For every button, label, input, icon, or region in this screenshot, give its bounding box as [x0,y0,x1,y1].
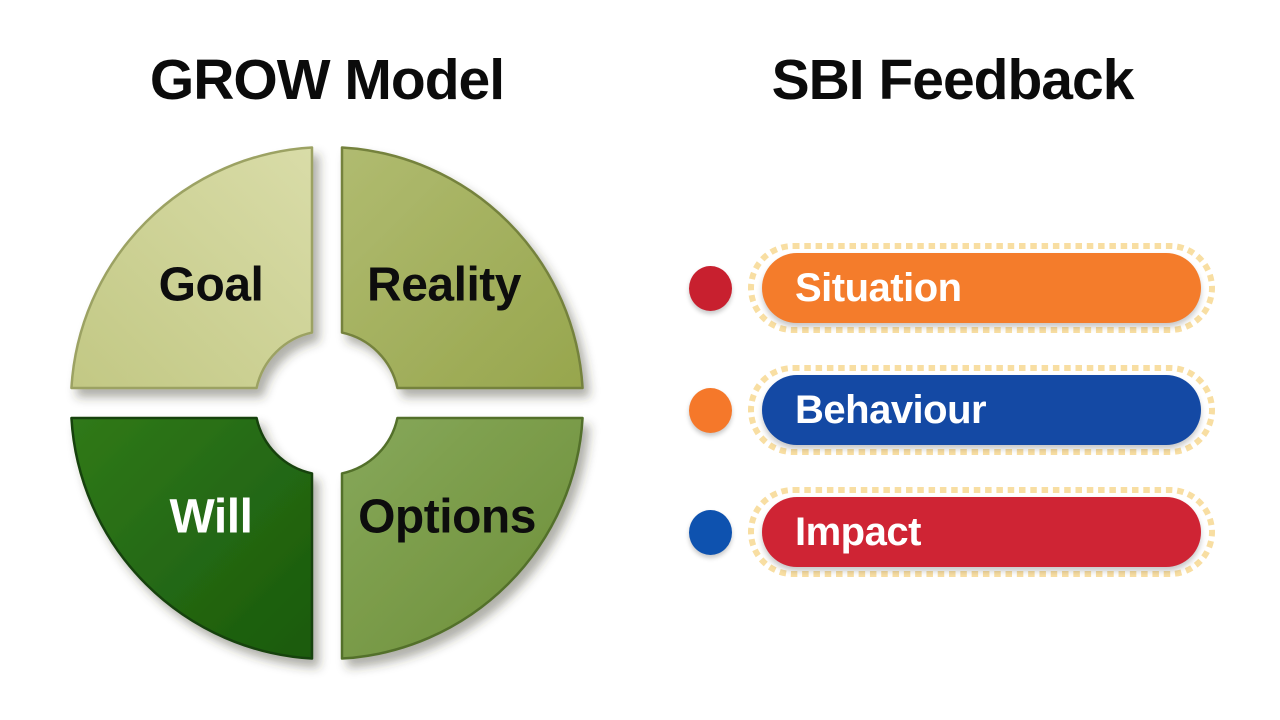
impact-pill: Impact [762,497,1201,567]
situation-dashed-outline: Situation [748,243,1215,333]
dashed-border-icon [748,365,1215,455]
quadrant-will [70,416,314,660]
situation-bullet-dot [689,265,732,311]
sbi-row-impact: Impact [689,487,1249,577]
grow-quadrants [70,146,584,660]
grow-quadrant-labels: Goal Reality Will Options [159,259,537,544]
dashed-border-icon [748,487,1215,577]
situation-pill: Situation [762,253,1201,323]
impact-label: Impact [795,510,921,554]
sbi-title: SBI Feedback [771,48,1135,112]
behaviour-label: Behaviour [795,388,987,432]
quadrant-label-options: Options [358,491,536,544]
sbi-row-behaviour: Behaviour [689,365,1249,455]
behaviour-pill: Behaviour [762,375,1201,445]
impact-bullet-dot [689,509,732,555]
dashed-border-icon [748,243,1215,333]
quadrant-label-reality: Reality [367,259,522,312]
sbi-row-situation: Situation [689,243,1249,333]
quadrant-goal [70,146,314,390]
quadrant-label-will: Will [170,491,253,544]
quadrant-label-goal: Goal [159,259,264,312]
quadrant-reality [340,146,584,390]
quadrant-options [340,416,584,660]
grow-title: GROW Model [149,48,505,112]
behaviour-dashed-outline: Behaviour [748,365,1215,455]
behaviour-bullet-dot [689,387,732,433]
situation-label: Situation [795,266,962,310]
impact-dashed-outline: Impact [748,487,1215,577]
